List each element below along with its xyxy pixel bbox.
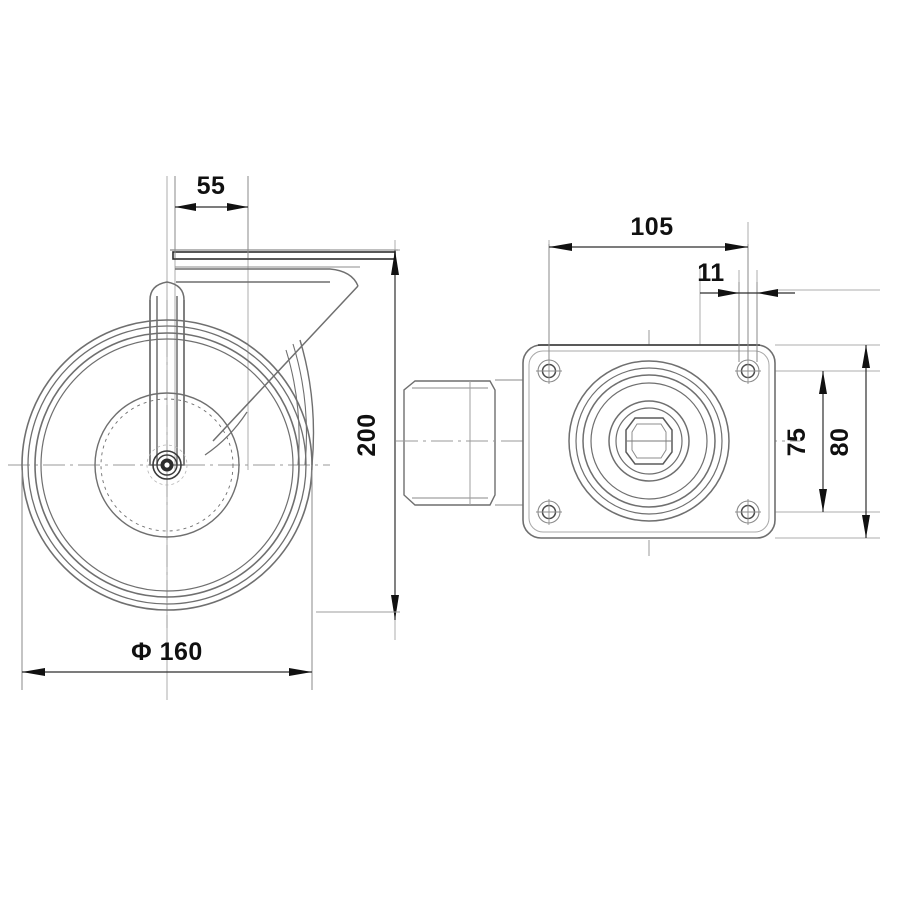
dimension-label-200: 200 [353,413,381,456]
dimension-label-75: 75 [783,428,811,457]
dimension-label-11: 11 [697,259,724,287]
dimension-105: 105 [548,213,749,360]
dimension-11: 11 [697,259,795,362]
dimension-55: 55 [174,172,249,258]
wheel-hub [94,392,240,538]
dimension-label-phi-160: Φ 160 [131,638,203,666]
swivel-stem-connector [396,379,523,506]
dimension-phi-160: Φ 160 [21,470,313,690]
dimension-80: 80 [826,345,870,538]
swivel-shell [204,339,315,466]
bolt-hole [536,499,562,525]
fork-brace [175,268,359,442]
wheel-tyre [21,319,313,611]
front-elevation-view: 105 11 75 80 [510,213,880,556]
dimension-label-105: 105 [630,213,673,241]
dimension-label-80: 80 [826,428,854,457]
bolt-hole [735,499,761,525]
fork-leg [149,281,185,466]
king-pin-nut [625,417,673,465]
dimension-label-55: 55 [197,172,226,200]
dimension-75: 75 [783,371,827,512]
side-elevation-view: 55 200 Φ 160 [8,172,400,700]
dimension-200: 200 [316,249,400,620]
swivel-bearing-rings [568,360,730,522]
axle-bolt [146,444,188,486]
